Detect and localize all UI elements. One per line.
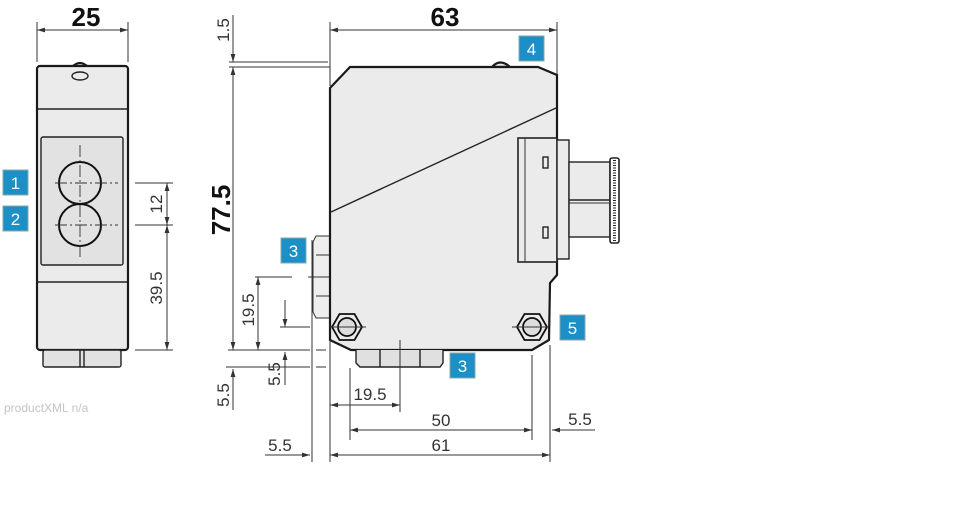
front-fitting	[42, 349, 122, 368]
callout-label: 3	[289, 242, 298, 261]
front-view: 25 12 39.5 1 2 productXML n/a	[2, 2, 173, 415]
callout-3-side: 3	[280, 237, 307, 264]
connector-plate	[517, 137, 558, 263]
dim-fitting-height: 19.5	[239, 293, 258, 326]
dim-top-offset: 1.5	[214, 18, 233, 42]
mounting-nut-left	[330, 313, 366, 341]
callout-1: 1	[2, 169, 29, 196]
side-dimensions-left: 1.5 77.5 19.5 5.5 5.5 5.5	[206, 15, 330, 462]
side-housing	[328, 65, 559, 352]
callout-2: 2	[2, 205, 29, 232]
dim-height: 77.5	[206, 185, 236, 236]
callout-label: 2	[11, 210, 20, 229]
connector-flange	[556, 139, 570, 260]
dim-right-offset: 5.5	[568, 410, 592, 429]
callout-label: 5	[568, 319, 577, 338]
callout-label: 1	[11, 174, 20, 193]
watermark: productXML n/a	[4, 401, 89, 415]
dim-base-length: 61	[432, 436, 451, 455]
dim-left-offset: 5.5	[268, 436, 292, 455]
front-top-bump-hole	[71, 71, 89, 81]
mounting-nut-right	[512, 313, 549, 341]
housing-diagonal	[330, 107, 557, 213]
callout-label: 4	[527, 40, 536, 59]
side-view: 63 19.5 50 61 5.5 3 4 5 3	[280, 2, 620, 462]
dim-fitting-bottom-offset: 5.5	[265, 362, 284, 386]
dim-optics-height: 39.5	[147, 271, 166, 304]
connector-slot	[542, 156, 549, 169]
dim-bottom-offset-left: 5.5	[214, 383, 233, 407]
dim-front-width: 25	[72, 2, 101, 32]
dim-side-width: 63	[431, 2, 460, 32]
callout-5: 5	[559, 314, 586, 341]
callout-3-bottom: 3	[449, 352, 476, 379]
dim-fitting-horizontal: 19.5	[353, 385, 386, 404]
callout-label: 3	[458, 357, 467, 376]
callout-4: 4	[518, 35, 545, 62]
dim-hole-spacing: 50	[432, 411, 451, 430]
dim-optics-spacing: 12	[147, 195, 166, 214]
connector-slot	[542, 226, 549, 239]
